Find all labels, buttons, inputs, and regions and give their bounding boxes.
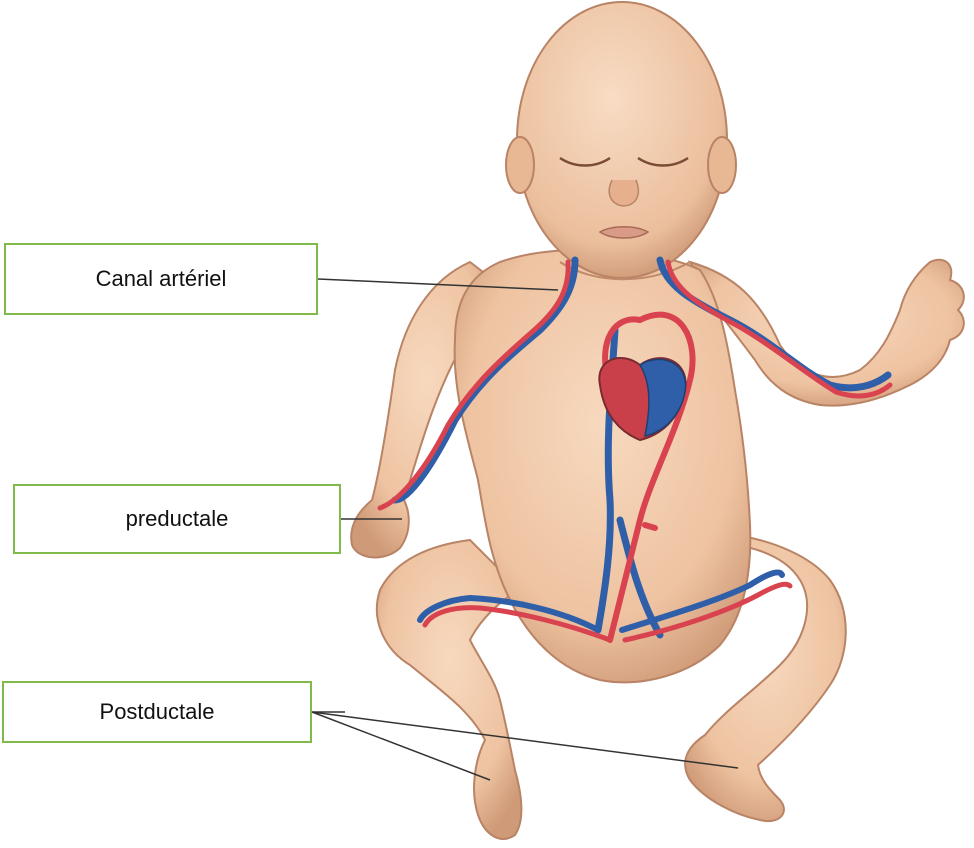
label-preductale-text: preductale xyxy=(126,506,229,532)
leader-line-postductale-left-foot xyxy=(312,712,738,768)
label-postductale-text: Postductale xyxy=(100,699,215,725)
infant-body xyxy=(351,250,964,839)
label-preductale: preductale xyxy=(13,484,341,554)
label-canal-arteriel: Canal artériel xyxy=(4,243,318,315)
label-canal-arteriel-text: Canal artériel xyxy=(96,266,227,292)
label-postductale: Postductale xyxy=(2,681,312,743)
infant-head xyxy=(506,2,736,279)
leader-line-postductale-right-foot xyxy=(312,712,490,780)
